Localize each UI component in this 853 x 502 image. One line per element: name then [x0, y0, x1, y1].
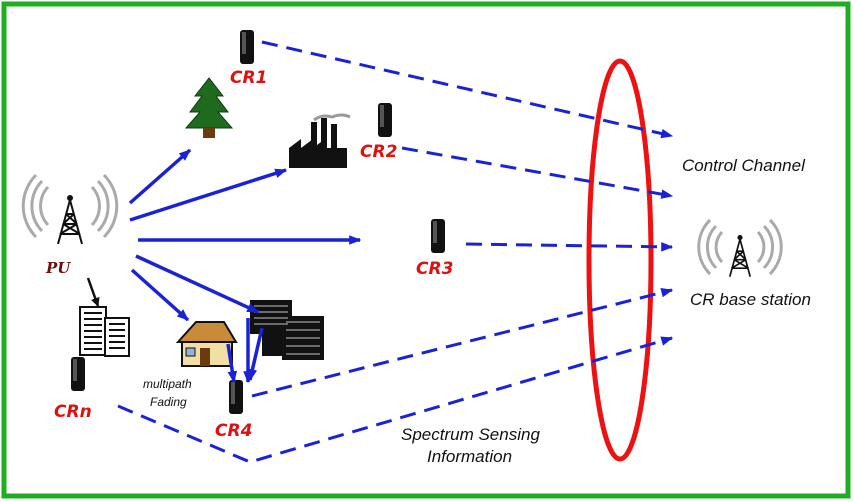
tree-icon [184, 77, 234, 138]
dash-cr2-bs [401, 146, 674, 199]
pu-tower-icon [21, 173, 119, 245]
buildings-icon [79, 306, 130, 357]
arrow-pu-buildings [135, 254, 260, 314]
house-icon [175, 321, 238, 367]
crn-label: CRn [54, 402, 92, 422]
cr4-device-icon [229, 380, 243, 414]
cr1-label: CR1 [230, 68, 267, 88]
factory-icon [289, 113, 351, 168]
base-station-tower-icon [697, 218, 783, 278]
arrow-pu-factory [129, 168, 288, 222]
cr3-device-icon [431, 219, 445, 253]
spectrum-label-line2: Information [427, 447, 512, 466]
arrow-pu-tree [128, 148, 192, 205]
control-channel-label: Control Channel [682, 156, 806, 175]
pu-signal-arrows [128, 148, 362, 384]
dash-crn-bs [117, 336, 674, 464]
crn-label-prefix: CR [54, 402, 80, 422]
crn-label-sub: n [80, 402, 92, 422]
sensing-ellipse [586, 58, 654, 462]
arrow-buildings-cr4-b [247, 327, 264, 382]
cr2-label: CR2 [360, 142, 397, 162]
cr2-device-icon [378, 103, 392, 137]
arrow-house-cr4 [226, 343, 238, 384]
city-buildings-icon [250, 300, 324, 360]
cr4-label: CR4 [215, 421, 252, 441]
cr1-device-icon [240, 30, 254, 64]
multipath-label-line1: multipath [143, 377, 192, 391]
spectrum-label-line1: Spectrum Sensing [401, 425, 540, 444]
dash-cr4-bs [251, 287, 674, 398]
dash-cr1-bs [261, 40, 674, 139]
dash-cr3-bs [465, 242, 674, 252]
arrow-pu-house [130, 268, 190, 322]
multipath-label-line2: Fading [150, 395, 187, 409]
crn-device-icon [71, 357, 85, 391]
pu-label: PU [45, 259, 71, 277]
arrow-pu-down [86, 277, 100, 307]
base-station-label: CR base station [690, 290, 811, 309]
control-channel-arrows [117, 40, 674, 464]
cr3-label: CR3 [416, 259, 453, 279]
